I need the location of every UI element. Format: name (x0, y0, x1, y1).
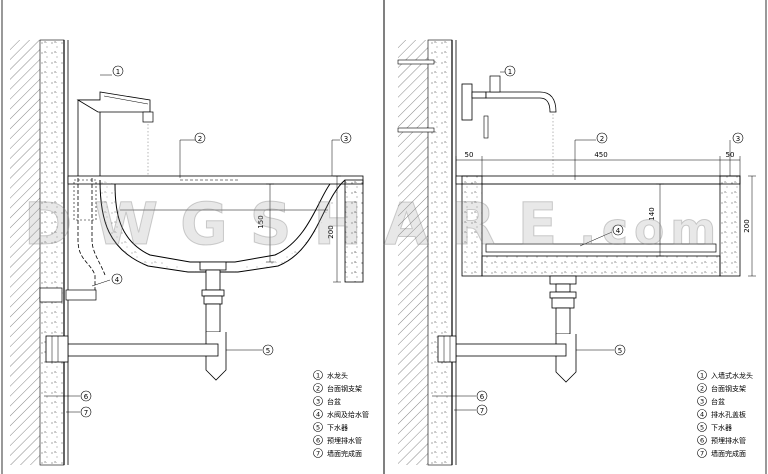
svg-text:2: 2 (600, 135, 604, 143)
svg-text:2: 2 (700, 385, 704, 393)
rect-basin-section (455, 175, 741, 277)
dim-200: 200 (327, 225, 335, 238)
svg-text:1: 1 (508, 68, 512, 76)
svg-text:排水孔盖板: 排水孔盖板 (711, 410, 746, 419)
legend-item: 5 下水器 (697, 422, 732, 432)
legend-item: 2 台面钢支架 (313, 383, 362, 393)
legend-item: 3 台盆 (697, 396, 725, 406)
callout-4: 4 (579, 224, 624, 247)
svg-text:4: 4 (700, 411, 704, 419)
wall-concrete (427, 39, 453, 466)
legend-item: 4 排水孔盖板 (697, 409, 746, 419)
svg-text:下水器: 下水器 (711, 423, 732, 432)
callout-3: 3 (729, 132, 744, 176)
dim-150: 150 (257, 215, 265, 228)
legend-left: 1 水龙头 2 台面钢支架 3 台盆 4 水阀及给水管 5 下水器 (313, 370, 369, 458)
svg-text:6: 6 (316, 437, 320, 445)
svg-text:7: 7 (480, 407, 484, 415)
right-detail: 50 450 50 140 200 1 (397, 39, 756, 466)
svg-text:台面钢支架: 台面钢支架 (327, 384, 362, 393)
callout-2: 2 (574, 132, 608, 180)
svg-text:1: 1 (700, 372, 704, 380)
svg-text:1: 1 (116, 68, 120, 76)
svg-text:水阀及给水管: 水阀及给水管 (327, 410, 369, 419)
svg-text:7: 7 (84, 409, 88, 417)
svg-text:5: 5 (618, 347, 622, 355)
svg-text:墙面完成面: 墙面完成面 (327, 449, 362, 458)
wall-hatch (10, 40, 40, 465)
svg-text:水龙头: 水龙头 (327, 371, 348, 380)
callout-7: 7 (66, 406, 92, 418)
dim-450: 450 (594, 151, 607, 159)
wall-faucet-icon (461, 75, 557, 176)
legend-item: 1 水龙头 (313, 370, 348, 380)
svg-text:3: 3 (344, 135, 348, 143)
svg-text:6: 6 (84, 393, 89, 401)
svg-text:4: 4 (115, 276, 120, 284)
dim-50-left: 50 (465, 151, 474, 159)
wall-concrete (39, 39, 65, 466)
svg-text:5: 5 (700, 424, 704, 432)
svg-text:预埋排水管: 预埋排水管 (327, 436, 362, 445)
basin-section (67, 175, 364, 283)
svg-text:台盆: 台盆 (711, 397, 725, 406)
legend-right: 1 入墙式水龙头 2 台面钢支架 3 台盆 4 排水孔盖板 5 下水器 (697, 370, 753, 458)
svg-text:4: 4 (316, 411, 320, 419)
legend-item: 3 台盆 (313, 396, 341, 406)
faucet-icon (76, 91, 154, 180)
callout-1: 1 (500, 65, 516, 77)
drain-trap (45, 261, 227, 381)
svg-text:7: 7 (700, 450, 704, 458)
legend-item: 4 水阀及给水管 (313, 409, 369, 419)
svg-text:6: 6 (700, 437, 704, 445)
svg-text:2: 2 (198, 135, 202, 143)
legend-item: 6 预埋排水管 (313, 435, 362, 445)
legend-item: 7 墙面完成面 (313, 448, 362, 458)
svg-text:1: 1 (316, 372, 320, 380)
dim-140: 140 (648, 207, 656, 220)
svg-text:5: 5 (266, 347, 270, 355)
callout-6: 6 (44, 390, 92, 402)
svg-text:预埋排水管: 预埋排水管 (711, 436, 746, 445)
supply-pipes (39, 178, 106, 303)
legend-item: 1 入墙式水龙头 (697, 370, 753, 380)
callout-3: 3 (331, 132, 352, 176)
legend-item: 2 台面钢支架 (697, 383, 746, 393)
callout-4: 4 (91, 273, 123, 287)
svg-text:7: 7 (316, 450, 320, 458)
dim-200-right: 200 (743, 219, 751, 232)
svg-text:台面钢支架: 台面钢支架 (711, 384, 746, 393)
drain-trap (437, 275, 577, 383)
callout-5: 5 (226, 344, 274, 356)
svg-text:3: 3 (700, 398, 704, 406)
svg-text:2: 2 (316, 385, 320, 393)
callout-1: 1 (100, 65, 124, 77)
callout-2: 2 (179, 132, 206, 178)
svg-text:3: 3 (736, 135, 740, 143)
svg-text:下水器: 下水器 (327, 423, 348, 432)
legend-item: 7 墙面完成面 (697, 448, 746, 458)
svg-text:4: 4 (616, 227, 621, 235)
svg-text:3: 3 (316, 398, 320, 406)
legend-item: 6 预埋排水管 (697, 435, 746, 445)
svg-text:入墙式水龙头: 入墙式水龙头 (711, 371, 753, 380)
svg-text:5: 5 (316, 424, 320, 432)
svg-text:墙面完成面: 墙面完成面 (711, 449, 746, 458)
svg-text:台盆: 台盆 (327, 397, 341, 406)
callout-7: 7 (454, 404, 488, 416)
wall-hatch (398, 40, 428, 465)
callout-6: 6 (432, 390, 488, 402)
left-detail: 150 200 1 (10, 39, 369, 466)
svg-text:6: 6 (480, 393, 485, 401)
legend-item: 5 下水器 (313, 422, 348, 432)
callout-5: 5 (576, 344, 626, 356)
